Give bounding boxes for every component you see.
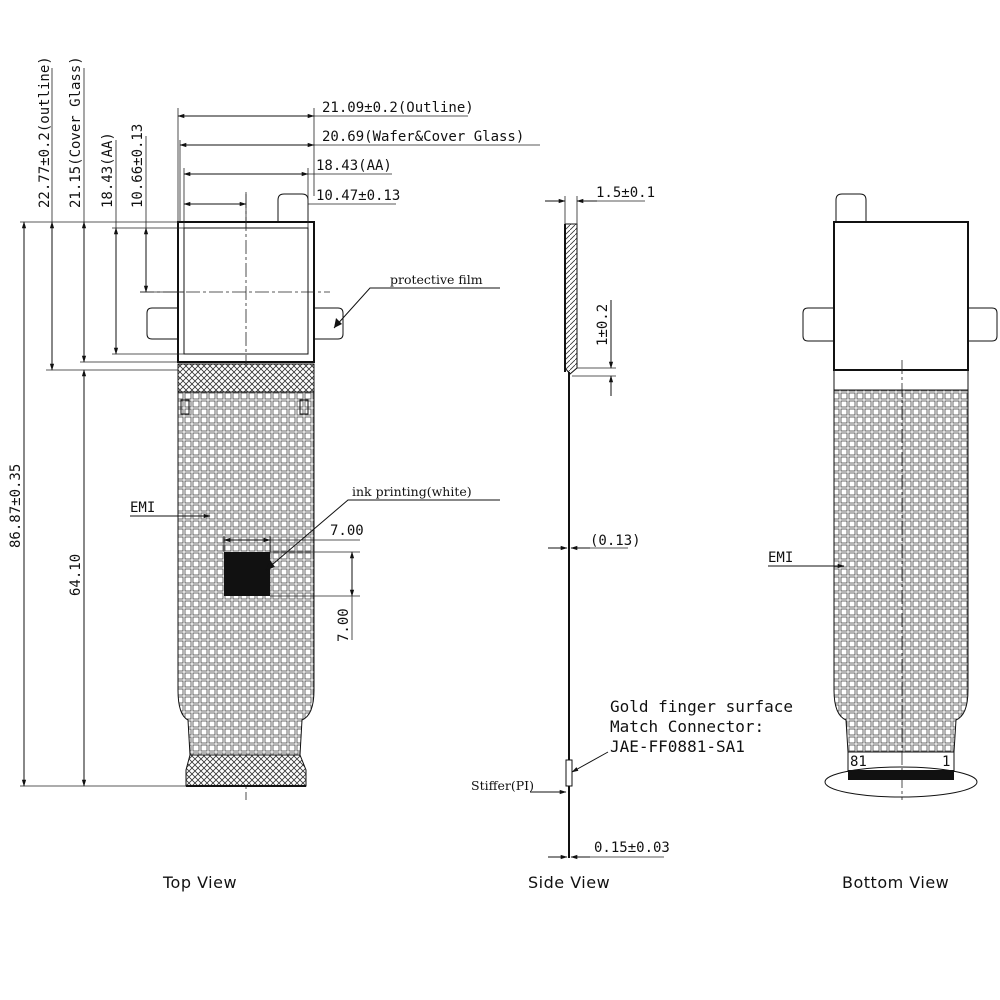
dim-ink-width: 7.00 [330, 523, 364, 539]
ink-printing-mark [224, 552, 270, 596]
right-tab [314, 307, 344, 340]
dim-side-thickness: 1.5±0.1 [596, 185, 655, 201]
dim-aa-height: 18.43(AA) [100, 132, 116, 208]
bottom-right-tab [968, 307, 998, 342]
dim-side-fpc-thickness: (0.13) [590, 533, 641, 549]
label-connector-part: JAE-FF0881-SA1 [610, 737, 745, 756]
dim-fpc-length: 64.10 [68, 554, 84, 596]
bottom-view: 81 1 EMI Bottom View [768, 193, 998, 892]
label-stiffer: Stiffer(PI) [471, 778, 534, 793]
dim-outline-width: 21.09±0.2(Outline) [322, 100, 474, 116]
label-emi-bottom: EMI [768, 550, 793, 566]
side-head [564, 223, 578, 375]
label-gold-finger: Gold finger surface [610, 697, 793, 716]
dim-wafer-cover-glass: 20.69(Wafer&Cover Glass) [322, 129, 524, 145]
top-view: 21.09±0.2(Outline) 20.69(Wafer&Cover Gla… [8, 56, 540, 892]
dim-side-step: 1±0.2 [595, 304, 611, 346]
dim-aa-width: 18.43(AA) [316, 158, 392, 174]
side-view-label: Side View [528, 873, 610, 892]
bottom-view-label: Bottom View [842, 873, 949, 892]
bottom-connector-arc [824, 766, 978, 798]
dim-outline-height: 22.77±0.2(outline) [37, 56, 53, 208]
pin-right: 1 [942, 754, 950, 770]
dim-cover-glass-height: 21.15(Cover Glass) [68, 56, 84, 208]
top-view-label: Top View [162, 873, 237, 892]
bottom-gold-fingers [848, 770, 954, 780]
dim-stiffer-thickness: 0.15±0.03 [594, 840, 670, 856]
connector-end [185, 754, 307, 787]
left-tab [146, 307, 178, 340]
bottom-left-tab [802, 307, 834, 342]
top-tab [277, 193, 309, 222]
label-emi-top: EMI [130, 500, 155, 516]
alignment-mark-left [180, 399, 190, 415]
bottom-head-outline [833, 221, 969, 371]
label-ink-printing: ink printing(white) [352, 484, 472, 499]
dim-aa-offset-v: 10.66±0.13 [130, 124, 146, 208]
side-view: 1.5±0.1 1±0.2 (0.13) Gold finger surface… [471, 185, 793, 892]
alignment-mark-right [299, 399, 309, 415]
pin-left: 81 [850, 754, 867, 770]
label-protective-film: protective film [390, 272, 483, 287]
bottom-fpc-body [833, 389, 969, 753]
dim-aa-offset: 10.47±0.13 [316, 188, 400, 204]
dim-total-length: 86.87±0.35 [8, 464, 24, 548]
bottom-top-tab [835, 193, 867, 222]
side-stiffener [565, 759, 573, 787]
neck-band [177, 363, 315, 393]
dim-ink-height: 7.00 [336, 608, 352, 642]
label-match-connector: Match Connector: [610, 717, 764, 736]
